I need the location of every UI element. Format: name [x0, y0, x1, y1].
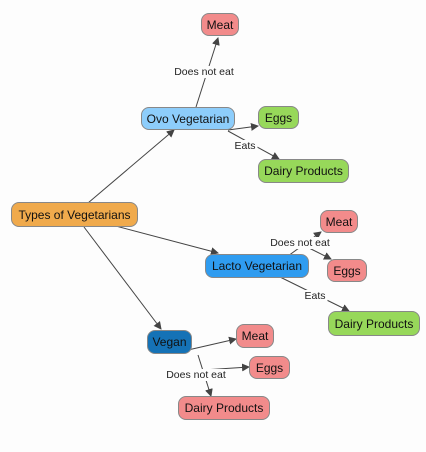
edge-label-lacto-does-not-eat: Does not eat — [268, 237, 332, 249]
edge-label-ovo-does-not-eat: Does not eat — [172, 66, 236, 78]
node-vegan-eggs[interactable]: Eggs — [249, 356, 290, 379]
node-ovo-meat[interactable]: Meat — [201, 13, 239, 36]
edge-ovo-eggs — [227, 122, 259, 131]
node-ovo-dairy-products[interactable]: Dairy Products — [258, 159, 349, 183]
edge-label-ovo-eats: Eats — [232, 140, 258, 152]
edge-vegan-meat — [187, 336, 237, 351]
edge-root-vegan — [83, 226, 162, 330]
edge-root-lacto — [111, 224, 219, 256]
node-lacto-vegetarian[interactable]: Lacto Vegetarian — [205, 254, 309, 278]
node-types-of-vegetarians[interactable]: Types of Vegetarians — [11, 202, 138, 227]
edge-root-ovo — [87, 129, 175, 204]
node-lacto-meat[interactable]: Meat — [320, 210, 358, 233]
edge-label-vegan-does-not-eat: Does not eat — [164, 369, 228, 381]
node-ovo-eggs[interactable]: Eggs — [258, 106, 299, 129]
node-vegan[interactable]: Vegan — [147, 330, 192, 354]
node-vegan-dairy-products[interactable]: Dairy Products — [178, 396, 270, 420]
node-ovo-vegetarian[interactable]: Ovo Vegetarian — [141, 107, 235, 130]
edge-label-lacto-eats: Eats — [302, 290, 328, 302]
node-vegan-meat[interactable]: Meat — [236, 324, 274, 348]
node-lacto-eggs[interactable]: Eggs — [327, 259, 367, 282]
node-lacto-dairy-products[interactable]: Dairy Products — [328, 311, 420, 336]
